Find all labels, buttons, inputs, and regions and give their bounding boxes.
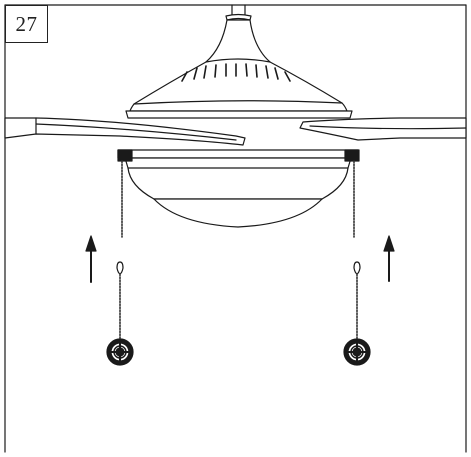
- pull-chain-left: [116, 261, 124, 339]
- up-arrow-icon: [383, 235, 395, 282]
- pull-chain-fob-icon: [106, 338, 134, 366]
- pull-chain-right: [353, 261, 361, 339]
- motor-housing: [125, 19, 353, 119]
- switch-housing-right: [344, 149, 360, 162]
- downrod: [225, 4, 252, 21]
- fan-blade-left: [4, 117, 246, 146]
- switch-housing-left: [117, 149, 133, 162]
- vent-slots: [181, 63, 291, 82]
- up-arrow-icon: [85, 235, 97, 283]
- step-number-box: 27: [5, 5, 48, 43]
- pull-chain-fob-icon: [343, 338, 371, 366]
- step-number: 27: [15, 11, 38, 36]
- light-kit: [117, 149, 360, 228]
- fan-blade-right: [299, 117, 467, 141]
